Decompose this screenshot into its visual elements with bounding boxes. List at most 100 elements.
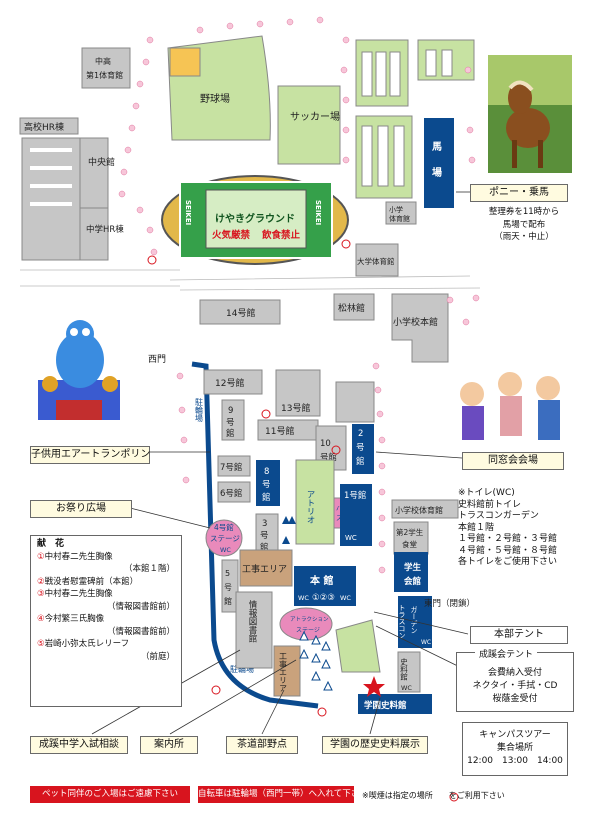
toilet-info-line-5: ４号館・５号館・８号館	[458, 545, 558, 556]
trampoline-callout: 子供用エアートランポリン	[30, 446, 150, 464]
building-8-label-3: 館	[262, 492, 271, 503]
toilet-info-line-3: 本館１階	[458, 522, 495, 533]
toilet-info: ※トイレ(WC) 史料館前トイレ トラスコンガーデン 本館１階 １号館・２号館・…	[458, 488, 557, 569]
torasukon-label-2: ガーデン	[410, 606, 418, 634]
bicycle-parking-path	[191, 361, 319, 709]
daigaku-gym	[355, 243, 399, 277]
pony-photo	[488, 55, 572, 173]
building-9-label-1: 9	[228, 406, 233, 416]
bikes-notice: 自転車は駐輪場（西門一帯）へ入れて下さい	[198, 786, 368, 803]
shorin-label: 松林館	[338, 302, 365, 314]
chuo-label: 中央館	[88, 156, 115, 168]
pets-notice: ペット同伴のご入場はご遠慮下さい	[30, 786, 190, 803]
building-9	[221, 399, 245, 441]
uma-label-2: 場	[432, 166, 442, 179]
building-14-label: 14号館	[226, 307, 255, 319]
alumni-people-illustration	[460, 372, 560, 440]
building-12-label: 12号館	[215, 377, 244, 389]
building-3-label-1: 3	[262, 519, 267, 529]
keyaki-label: けやきグラウンド	[215, 212, 295, 225]
building-13-label: 13号館	[281, 402, 310, 414]
kenka-item-1: ①中村春二先生胸像	[37, 551, 113, 562]
building-2-label-2: 号	[356, 443, 365, 453]
construction-area-1	[239, 549, 293, 587]
toilet-info-line-2: トラスコンガーデン	[458, 511, 539, 521]
higashimon-label: 東門（閉鎖）	[424, 598, 475, 609]
building-13	[275, 369, 321, 417]
soccer-field	[277, 85, 341, 165]
building-2-label-1: 2	[358, 429, 363, 439]
star-icon	[363, 676, 385, 697]
shogakko-taiikukan	[391, 499, 459, 519]
building-4-stage-label-2: ステージ	[210, 534, 240, 543]
honkan-label: 本 館	[310, 574, 333, 587]
building-10-label-1: 10	[320, 439, 331, 449]
building-9-label-3: 館	[226, 428, 235, 439]
honbu-tent-callout: 本部テント	[470, 626, 568, 644]
annaisho-callout: 案内所	[140, 736, 198, 754]
campus-tour-times: 12:00 13:00 14:00	[467, 756, 563, 766]
building-10-label-2: 号館	[320, 452, 337, 463]
kenka-item-4-place: （情報図書館前）	[106, 626, 175, 637]
seirukai-tent-panel: 成蹊会テント 会費納入受付 ネクタイ・手拭・CD 桜蔭金受付	[456, 647, 574, 712]
building-7-label: 7号館	[220, 462, 242, 473]
kenka-item-4: ④今村繁三氏胸像	[37, 614, 105, 624]
honkan-numbers: ①②③	[312, 593, 335, 603]
joho-toshokan	[235, 591, 273, 669]
atorio	[295, 459, 335, 545]
chuko-gym	[81, 47, 131, 89]
building-4-stage-label-1: 4号館	[214, 522, 234, 532]
shiryokan-wc: WC	[401, 684, 412, 692]
gakusei-kaikan	[394, 552, 428, 592]
building-3-label-2: 号	[260, 531, 269, 541]
construction-area-2-label: 工事エリア	[279, 652, 288, 692]
building-11-label: 11号館	[265, 425, 294, 437]
baseball-label: 野球場	[200, 92, 230, 105]
baseball-yellow	[169, 47, 201, 77]
chugaku-hr	[79, 207, 109, 261]
building-2	[352, 424, 374, 474]
nishimon-label: 西門	[148, 354, 166, 365]
chuko-buildings	[21, 137, 81, 261]
gakuen-shiryokan-label: 学園史料館	[364, 700, 407, 711]
building-1-wc: WC	[345, 534, 357, 542]
building-5-label-1: 5	[225, 569, 230, 578]
uma-label-1: 馬	[432, 141, 442, 153]
pony-callout: ポニー・乗馬	[470, 184, 568, 202]
dai2-shokudo-label-1: 第2学生	[396, 527, 424, 537]
shogakko-taiikukan-label: 小学校体育館	[395, 505, 443, 515]
building-4-wc: WC	[220, 546, 231, 554]
construction-area-2	[273, 645, 301, 697]
seikei-left: SEIKEI	[184, 200, 192, 225]
building-3-label-3: 館	[260, 542, 269, 553]
building-2-label-3: 館	[356, 456, 365, 467]
kenka-item-2: ②戦没者慰霊碑前（本館）	[37, 576, 139, 587]
kenka-list: 献 花 ①中村春二先生胸像 （本館１階） ②戦没者慰霊碑前（本館） ③中村春二先…	[30, 535, 182, 707]
shogakko-gym-label-2: 体育館	[389, 214, 410, 223]
gakusei-kaikan-label-2: 会館	[403, 576, 422, 587]
building-9-label-2: 号	[226, 418, 235, 428]
kenka-title: 献 花	[37, 539, 65, 549]
kenka-item-5: ⑤岩崎小弥太氏レリーフ	[37, 639, 130, 649]
toilet-info-title: ※トイレ(WC)	[458, 488, 515, 498]
campus-tour-panel: キャンパスツアー 集合場所 12:00 13:00 14:00	[462, 722, 568, 776]
gray-block-ne	[335, 381, 375, 423]
shorin-building	[333, 293, 375, 321]
honkan-wc-left: WC	[298, 594, 309, 602]
chirin-label-1: 駐輪場	[195, 397, 204, 423]
kenka-item-5-place: （前庭）	[140, 651, 175, 662]
seirukai-tent-items: 会費納入受付 ネクタイ・手拭・CD 桜蔭金受付	[472, 668, 558, 704]
omatsuri-callout: お祭り広場	[30, 500, 132, 518]
chuko-gym-label-1: 中高	[95, 56, 111, 66]
seirukai-tent-title: 成蹊会テント	[475, 647, 538, 660]
building-5	[221, 559, 239, 613]
building-1-label: 1号館	[344, 490, 366, 501]
shogakko-gym	[385, 201, 417, 225]
chirin-label-2: 駐輪場	[230, 664, 254, 674]
shiryokan	[397, 651, 421, 693]
building-8	[256, 460, 280, 506]
shogakko-honkan	[391, 293, 449, 363]
shogakko-honkan-label: 小学校本館	[393, 316, 438, 328]
atorio-label: アトリオ	[305, 490, 315, 524]
toilet-info-line-4: １号館・２号館・３号館	[458, 534, 558, 544]
